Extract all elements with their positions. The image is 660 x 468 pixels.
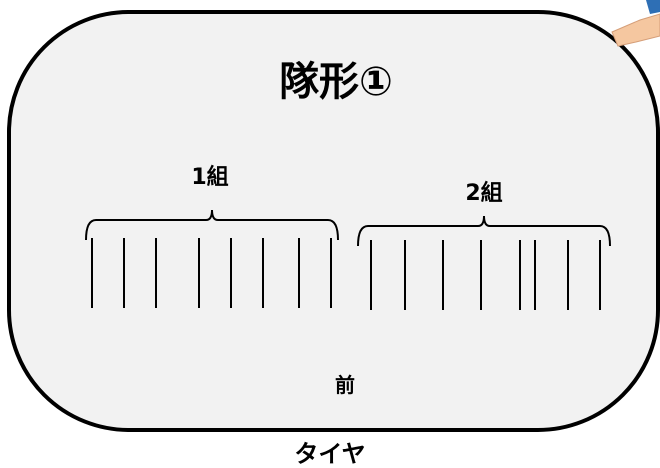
group-2-label: 2組 [465,180,502,206]
group-2-lines [370,240,601,310]
person-arm-illustration [611,0,660,47]
formation-title: 隊形① [279,59,393,105]
group-1-brace [85,209,339,241]
tire-label: タイヤ [294,440,365,468]
front-label: 前 [335,373,355,397]
group-1-label: 1組 [191,164,228,190]
group-2-brace [357,215,611,247]
group-1-lines [91,238,332,308]
